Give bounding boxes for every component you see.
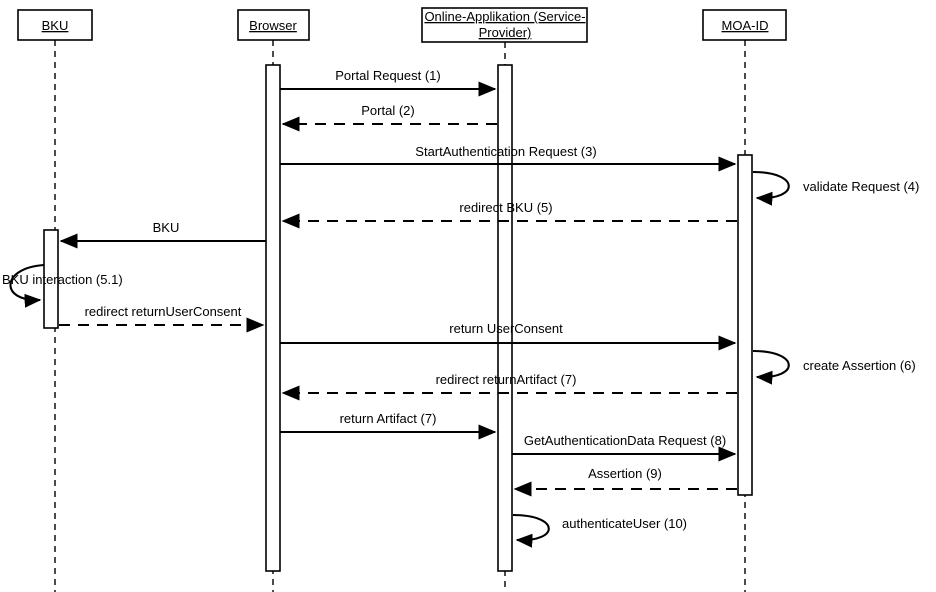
message-arrow-bku-interaction (9, 263, 45, 308)
message-arrow-authenticateuser (512, 513, 550, 548)
message-label-return-userconsent: return UserConsent (449, 321, 563, 336)
activation-bar-moaid (737, 154, 753, 496)
header-label-moaid: MOA-ID (722, 18, 769, 33)
message-label-authenticateuser: authenticateUser (10) (562, 516, 687, 531)
message-bku-interaction[interactable]: BKU interaction (5.1) (2, 263, 123, 308)
message-label-getauthenticationdata-request: GetAuthenticationData Request (8) (524, 433, 726, 448)
message-label-portal-request: Portal Request (1) (335, 68, 441, 83)
message-startauthentication-request[interactable]: StartAuthentication Request (3) (280, 144, 737, 172)
message-label-redirect-returnartifact: redirect returnArtifact (7) (436, 372, 577, 387)
message-redirect-returnuserconsent[interactable]: redirect returnUserConsent (59, 304, 265, 333)
message-authenticateuser[interactable]: authenticateUser (10) (512, 513, 687, 548)
message-create-assertion[interactable]: create Assertion (6) (752, 349, 916, 385)
message-arrow-validate-request (752, 170, 790, 206)
activation-bar-oa (497, 64, 513, 572)
lifeline-header-moa-id[interactable]: MOA-ID (702, 9, 787, 41)
message-label-redirect-returnuserconsent: redirect returnUserConsent (85, 304, 242, 319)
message-portal-request[interactable]: Portal Request (1) (280, 68, 497, 97)
header-label-oa-line1: Online-Applikation (Service- (424, 9, 585, 24)
header-box-oa (421, 7, 588, 43)
message-label-return-artifact: return Artifact (7) (340, 411, 437, 426)
header-label-browser: Browser (249, 18, 297, 33)
activation-bars-group (43, 64, 753, 572)
lifeline-header-browser[interactable]: Browser (237, 9, 310, 41)
message-label-bku: BKU (153, 220, 180, 235)
message-redirect-returnartifact[interactable]: redirect returnArtifact (7) (281, 372, 737, 401)
message-label-assertion: Assertion (9) (588, 466, 662, 481)
header-box-bku (17, 9, 93, 41)
message-assertion[interactable]: Assertion (9) (513, 466, 737, 497)
message-validate-request[interactable]: validate Request (4) (752, 170, 919, 206)
activation-bar-browser (265, 64, 281, 572)
message-label-startauthentication-request: StartAuthentication Request (3) (415, 144, 596, 159)
message-label-create-assertion: create Assertion (6) (803, 358, 916, 373)
message-label-portal: Portal (2) (361, 103, 414, 118)
message-label-redirect-bku: redirect BKU (5) (459, 200, 552, 215)
message-redirect-bku[interactable]: redirect BKU (5) (281, 200, 737, 229)
message-arrow-create-assertion (752, 349, 790, 385)
message-label-validate-request: validate Request (4) (803, 179, 919, 194)
message-getauthenticationdata-request[interactable]: GetAuthenticationData Request (8) (512, 433, 737, 462)
lifeline-header-bku[interactable]: BKU (17, 9, 93, 41)
message-label-bku-interaction: BKU interaction (5.1) (2, 272, 123, 287)
header-box-moaid (702, 9, 787, 41)
lifeline-header-online-applikation[interactable]: Online-Applikation (Service- Provider) (421, 7, 588, 43)
message-bku[interactable]: BKU (59, 220, 266, 249)
header-box-browser (237, 9, 310, 41)
message-return-userconsent[interactable]: return UserConsent (280, 321, 737, 351)
header-label-bku: BKU (42, 18, 69, 33)
activation-bar-bku (43, 229, 59, 329)
message-return-artifact[interactable]: return Artifact (7) (280, 411, 497, 440)
header-label-oa-line2: Provider) (479, 25, 532, 40)
message-portal[interactable]: Portal (2) (281, 103, 497, 132)
